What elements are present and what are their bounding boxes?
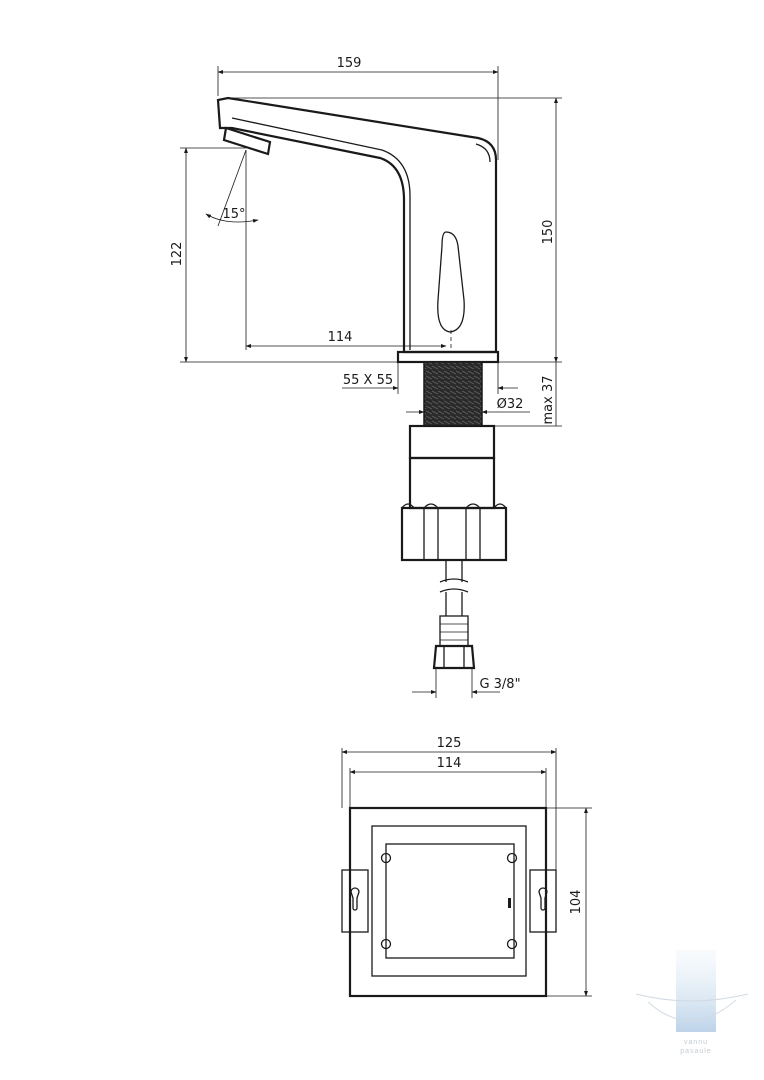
box-inner-frame bbox=[371, 825, 527, 977]
screw-top-right bbox=[506, 852, 518, 864]
keyhole-right bbox=[538, 887, 548, 911]
dim-spout-reach: 114 bbox=[328, 330, 353, 345]
dim-spout-height: 122 bbox=[170, 242, 185, 267]
watermark-line2: pasaule bbox=[680, 1048, 712, 1055]
dim-max-deck-thickness: max 37 bbox=[541, 376, 556, 425]
dim-box-inner-width: 114 bbox=[437, 756, 462, 771]
threaded-shank bbox=[423, 361, 483, 427]
mounting-tab-left bbox=[341, 869, 369, 933]
faucet-body-inner-contour bbox=[231, 117, 411, 350]
dim-overall-height: 150 bbox=[541, 220, 556, 245]
box-latch bbox=[508, 898, 511, 908]
box-outer-frame bbox=[348, 806, 548, 998]
hose-nut bbox=[432, 644, 476, 670]
box-cover-plate bbox=[385, 843, 515, 959]
hose-fitting bbox=[439, 615, 469, 647]
box-dimension-lines bbox=[341, 748, 592, 997]
dim-connection-thread: G 3/8" bbox=[479, 677, 520, 692]
base-plate bbox=[396, 350, 500, 364]
mounting-nut-lower bbox=[400, 506, 508, 562]
aerator bbox=[222, 126, 272, 156]
connection-hose bbox=[432, 560, 476, 670]
mounting-assembly bbox=[400, 424, 508, 562]
keyhole-left bbox=[350, 887, 360, 911]
dim-overall-length: 159 bbox=[337, 56, 362, 71]
dim-spray-angle: 15° bbox=[222, 207, 245, 222]
dim-box-height: 104 bbox=[569, 890, 584, 915]
dim-box-outer-width: 125 bbox=[437, 736, 462, 751]
mounting-washer bbox=[408, 424, 496, 460]
dim-shank-diameter: Ø32 bbox=[497, 397, 524, 412]
sensor-window bbox=[437, 231, 465, 333]
faucet-side-view bbox=[216, 96, 500, 427]
dim-base-plate: 55 X 55 bbox=[343, 373, 393, 388]
faucet-body-outline bbox=[216, 96, 498, 354]
dimension-lines bbox=[180, 66, 562, 698]
mounting-nut-upper bbox=[408, 456, 496, 510]
watermark-logo: vannu pasaule bbox=[635, 950, 749, 1055]
watermark-line1: vannu bbox=[684, 1039, 708, 1046]
mounting-tab-right bbox=[529, 869, 557, 933]
screw-bottom-left bbox=[380, 938, 392, 950]
mounting-box-top-view bbox=[341, 806, 557, 998]
screw-top-left bbox=[380, 852, 392, 864]
screw-bottom-right bbox=[506, 938, 518, 950]
faucet-front-contour bbox=[475, 143, 491, 163]
